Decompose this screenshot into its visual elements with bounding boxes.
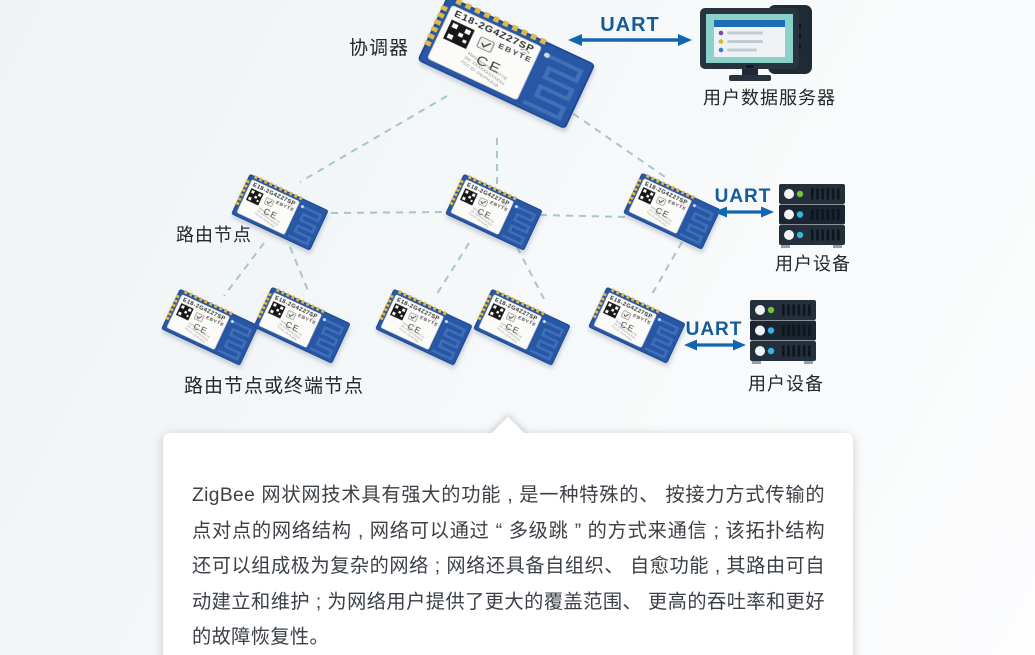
user-device-bottom-icon bbox=[750, 300, 816, 364]
user-device-mid-label: 用户设备 bbox=[775, 254, 851, 274]
user-device-mid-icon bbox=[779, 184, 845, 248]
router-row-label: 路由节点 bbox=[176, 225, 252, 245]
uart-label-middle: UART bbox=[714, 186, 772, 207]
bottom-row-label: 路由节点或终端节点 bbox=[184, 376, 365, 397]
description-box: ZigBee 网状网技术具有强大的功能 , 是一种特殊的、 按接力方式传输的点对… bbox=[163, 416, 853, 655]
uart-label-top: UART bbox=[600, 14, 660, 36]
uart-arrow-middle bbox=[714, 206, 774, 218]
user-data-server-label: 用户数据服务器 bbox=[703, 88, 836, 108]
uart-label-bottom: UART bbox=[685, 319, 743, 340]
user-data-server-icon bbox=[700, 5, 812, 81]
uart-arrow-bottom bbox=[684, 339, 746, 351]
coordinator-label: 协调器 bbox=[349, 38, 410, 59]
user-device-bottom-label: 用户设备 bbox=[748, 374, 824, 394]
description-text: ZigBee 网状网技术具有强大的功能 , 是一种特殊的、 按接力方式传输的点对… bbox=[192, 485, 825, 648]
uart-arrow-top bbox=[568, 34, 692, 46]
